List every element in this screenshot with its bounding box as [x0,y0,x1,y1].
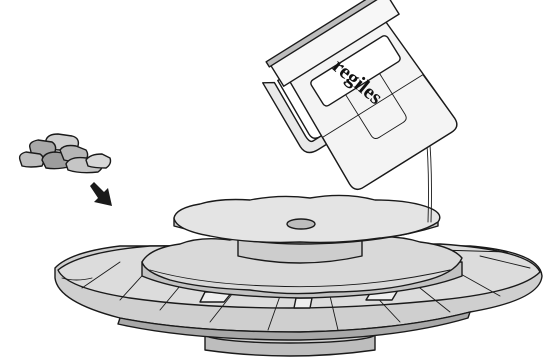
top-plate [174,195,440,244]
arrow-down-right-icon [90,182,112,206]
pouring-jug [253,0,467,204]
stones-icon [20,134,111,173]
